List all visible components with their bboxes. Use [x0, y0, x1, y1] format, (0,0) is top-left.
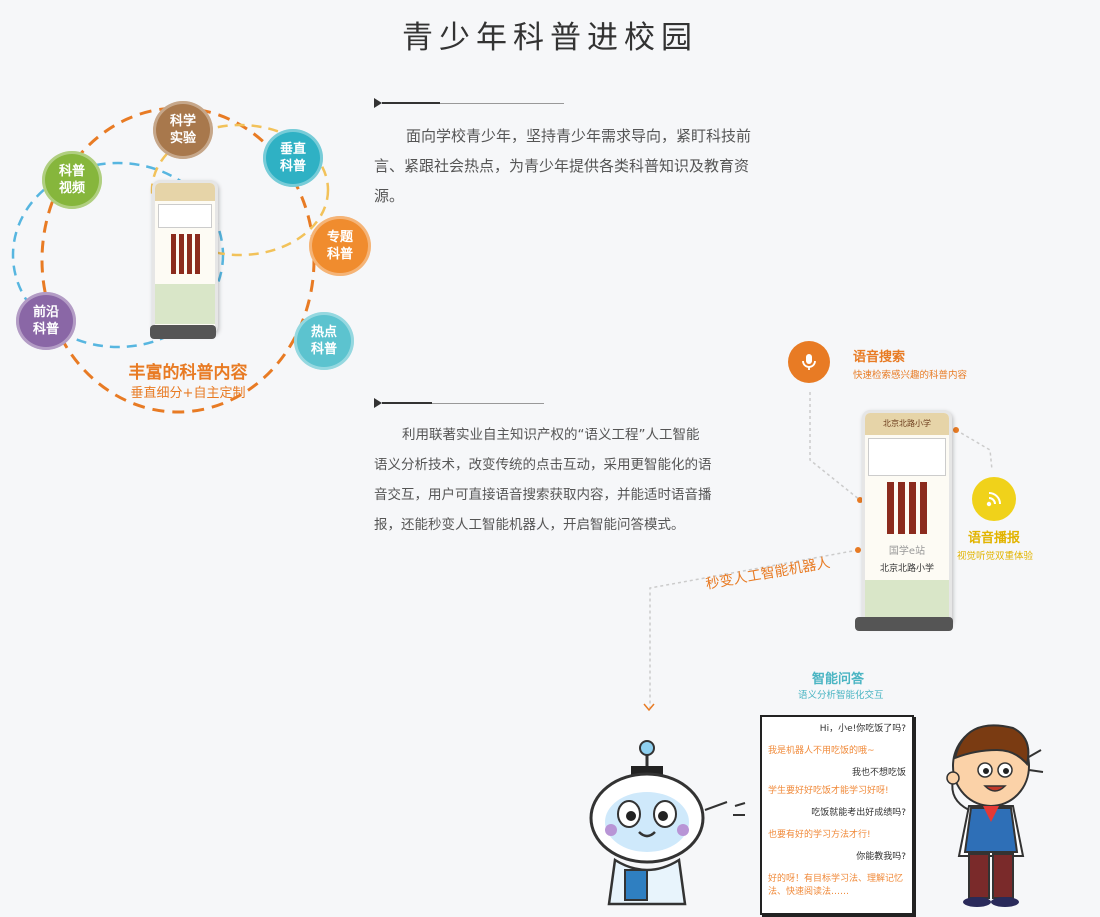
robot-mascot [589, 740, 746, 906]
broadcast-icon[interactable] [972, 477, 1016, 521]
kiosk-base [855, 617, 953, 631]
topic-science-experiment[interactable]: 科学实验 [153, 101, 213, 159]
topic-hot-science[interactable]: 热点科普 [294, 312, 354, 370]
topic-special-science[interactable]: 专题科普 [309, 216, 371, 276]
chat-message: 学生要好好吃饭才能学习好呀! [768, 786, 889, 796]
kiosk-screen [152, 180, 218, 334]
chat-message: 好的呀！有目标学习法、理解记忆法、快速阅读法…… [768, 874, 904, 897]
chat-message: 吃饭就能考出好成绩吗? [811, 808, 906, 818]
voice-broadcast-title: 语音播报 [968, 531, 1021, 546]
ai-paragraph: 利用联著实业自主知识产权的“语义工程”人工智能语义分析技术，改变传统的点击互动，… [374, 427, 712, 533]
voice-broadcast-subtitle: 视觉听觉双重体验 [957, 551, 1034, 562]
chat-message: 也要有好的学习方法才行! [768, 830, 871, 840]
topic-frontier-science[interactable]: 前沿科普 [16, 292, 76, 350]
intro-paragraph: 面向学校青少年，坚持青少年需求导向，紧盯科技前言、紧跟社会热点，为青少年提供各类… [374, 127, 752, 205]
connector-lines [643, 392, 993, 712]
chat-message: 我也不想吃饭 [851, 768, 906, 778]
section-divider [374, 97, 564, 111]
topic-vertical-science[interactable]: 垂直科普 [263, 129, 323, 187]
student-character [946, 724, 1044, 907]
page-title: 青少年科普进校园 [402, 20, 698, 56]
qa-title: 智能问答 [812, 672, 865, 687]
voice-search-title: 语音搜索 [853, 350, 906, 365]
chat-dialog: Hi，小e!你吃饭了吗? 我是机器人不用吃饭的哦~ 我也不想吃饭 学生要好好吃饭… [760, 715, 914, 915]
section-divider [374, 397, 544, 411]
kiosk-screen-large: 北京北路小学 国学e站 北京北路小学 [862, 410, 952, 626]
qa-subtitle: 语义分析智能化交互 [798, 690, 884, 701]
chat-message: 我是机器人不用吃饭的哦~ [768, 746, 875, 756]
kiosk-base [150, 325, 216, 339]
topic-science-video[interactable]: 科普视频 [42, 151, 102, 209]
chat-message: 你能教我吗? [856, 852, 906, 862]
microphone-icon[interactable] [788, 341, 830, 383]
voice-search-subtitle: 快速检索感兴趣的科普内容 [853, 370, 968, 381]
content-wheel-subtitle: 垂直细分+自主定制 [130, 386, 246, 401]
chat-message: Hi，小e!你吃饭了吗? [819, 724, 906, 734]
content-wheel-title: 丰富的科普内容 [128, 363, 248, 383]
